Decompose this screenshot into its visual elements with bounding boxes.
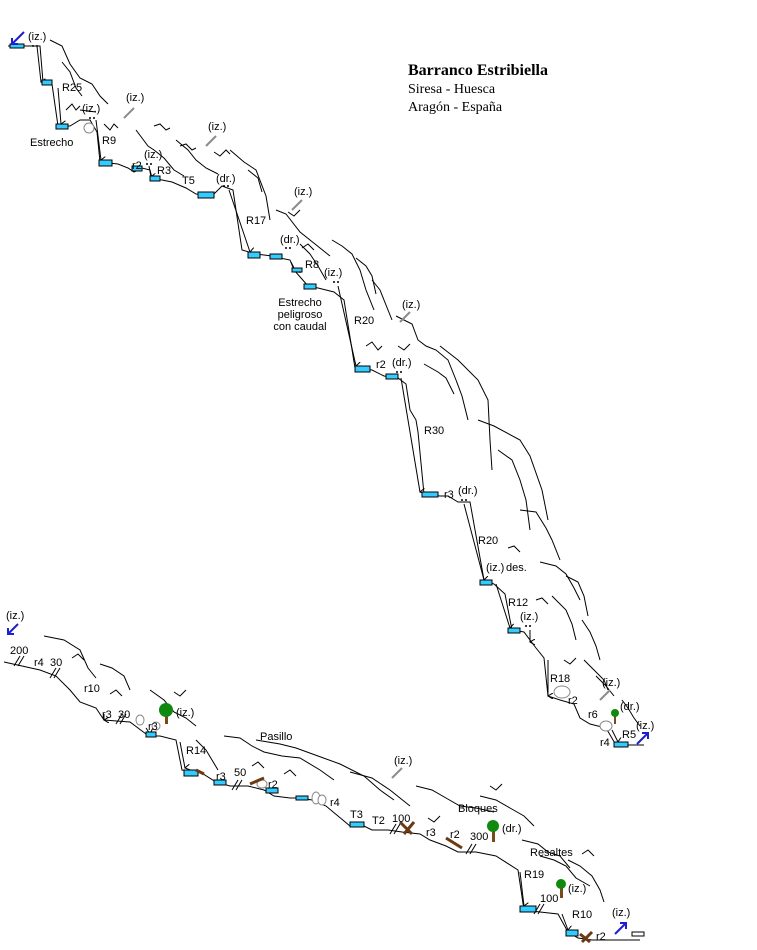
rappel-label: r2 bbox=[450, 829, 460, 841]
rappel-label: R3 bbox=[157, 165, 171, 177]
label-dr: (dr.) bbox=[216, 173, 236, 185]
label-iz: (iz.) bbox=[520, 611, 538, 623]
distance-label: 30 bbox=[50, 657, 62, 669]
label-iz: (iz.) bbox=[176, 707, 194, 719]
label-estrecho-peligroso: Estrecho bbox=[278, 297, 321, 309]
rappel-label: r4 bbox=[600, 737, 610, 749]
distance-label: 50 bbox=[234, 767, 246, 779]
label-iz: (iz.) bbox=[28, 31, 46, 43]
access-arrow-icon bbox=[123, 107, 611, 779]
rappel-label: r3 bbox=[444, 489, 454, 501]
region-line: Aragón - España bbox=[408, 100, 503, 115]
rappel-label: R30 bbox=[424, 425, 444, 437]
anchor-dots bbox=[32, 45, 531, 627]
label-iz: (iz.) bbox=[486, 562, 504, 574]
label-des: des. bbox=[506, 562, 527, 574]
tree-icon bbox=[487, 820, 499, 842]
rappel-label: r4 bbox=[34, 657, 44, 669]
label-iz: (iz.) bbox=[636, 720, 654, 732]
rappel-label: r3 bbox=[148, 721, 158, 733]
rappel-label: r2 bbox=[132, 160, 142, 172]
rappel-label: R17 bbox=[246, 215, 266, 227]
upper-boulders bbox=[83, 122, 613, 732]
rappel-label: r2 bbox=[596, 931, 606, 943]
label-iz: (iz.) bbox=[402, 299, 420, 311]
title-block: Barranco Estribiella Siresa - Huesca Ara… bbox=[408, 62, 548, 116]
label-iz: (iz.) bbox=[6, 610, 24, 622]
rappel-label: R9 bbox=[102, 135, 116, 147]
rappel-label: R20 bbox=[478, 535, 498, 547]
rappel-label: R8 bbox=[305, 259, 319, 271]
distance-label: 30 bbox=[118, 709, 130, 721]
label-iz: (iz.) bbox=[82, 103, 100, 115]
label-dr: (dr.) bbox=[280, 234, 300, 246]
log-icon bbox=[195, 768, 594, 944]
separator-marks bbox=[13, 655, 545, 915]
label-iz: (iz.) bbox=[568, 883, 586, 895]
rappel-label: T3 bbox=[350, 809, 363, 821]
label-iz: (iz.) bbox=[324, 267, 342, 279]
tree-icon bbox=[611, 709, 619, 724]
label-iz: (iz.) bbox=[208, 121, 226, 133]
rappel-label: T5 bbox=[182, 175, 195, 187]
rappel-label: r2 bbox=[568, 695, 578, 707]
rappel-label: r6 bbox=[588, 709, 598, 721]
rappel-label: R19 bbox=[524, 869, 544, 881]
label-dr: (dr.) bbox=[502, 823, 522, 835]
rappel-label: R5 bbox=[622, 729, 636, 741]
label-iz: (iz.) bbox=[144, 149, 162, 161]
exit-arrow-icon bbox=[7, 31, 649, 935]
label-dr: (dr.) bbox=[620, 701, 640, 713]
distance-label: 300 bbox=[470, 831, 488, 843]
rappel-label: r3 bbox=[426, 827, 436, 839]
label-resaltes: Resaltes bbox=[530, 847, 573, 859]
page-title: Barranco Estribiella bbox=[408, 62, 548, 79]
rappel-label: r3 bbox=[216, 771, 226, 783]
rappel-label: R10 bbox=[572, 909, 592, 921]
rappel-label: r2 bbox=[376, 359, 386, 371]
label-estrecho-peligroso: peligroso bbox=[278, 309, 323, 321]
rappel-label: r2 bbox=[268, 779, 278, 791]
label-dr: (dr.) bbox=[392, 357, 412, 369]
location-line: Siresa - Huesca bbox=[408, 82, 496, 97]
rappel-label: R14 bbox=[186, 745, 206, 757]
rappel-label: r4 bbox=[330, 797, 340, 809]
label-pasillo: Pasillo bbox=[260, 731, 292, 743]
distance-label: 200 bbox=[10, 645, 28, 657]
lower-labels: (iz.) 200 r4 30 r10 r3 30 r3 (iz.) R14 P… bbox=[6, 610, 630, 943]
rappel-label: R12 bbox=[508, 597, 528, 609]
rappel-label: R25 bbox=[62, 82, 82, 94]
label-iz: (iz.) bbox=[612, 907, 630, 919]
rappel-label: R20 bbox=[354, 315, 374, 327]
label-iz: (iz.) bbox=[394, 755, 412, 767]
rappel-label: r3 bbox=[102, 709, 112, 721]
lower-water-pools bbox=[145, 731, 579, 937]
upper-labels: (iz.) R25 (iz.) (iz.) Estrecho R9 (iz.) … bbox=[28, 31, 654, 749]
label-estrecho-peligroso: con caudal bbox=[273, 321, 326, 333]
flow-chevron-icon bbox=[65, 103, 595, 857]
upper-canyon-profile bbox=[8, 39, 644, 746]
lower-boulders bbox=[135, 714, 327, 806]
label-iz: (iz.) bbox=[294, 186, 312, 198]
rappel-label: R18 bbox=[550, 673, 570, 685]
tree-icon bbox=[556, 879, 566, 898]
end-marker bbox=[631, 931, 645, 937]
upper-water-pools bbox=[9, 43, 629, 748]
rappel-label: T2 bbox=[372, 815, 385, 827]
label-estrecho: Estrecho bbox=[30, 137, 73, 149]
lower-rappel-lines bbox=[104, 714, 568, 930]
label-iz: (iz.) bbox=[126, 92, 144, 104]
rappel-label: r10 bbox=[84, 683, 100, 695]
distance-label: 100 bbox=[540, 893, 558, 905]
label-iz: (iz.) bbox=[602, 677, 620, 689]
label-dr: (dr.) bbox=[458, 485, 478, 497]
distance-label: 100 bbox=[392, 813, 410, 825]
tree-icon bbox=[159, 703, 173, 724]
label-bloques: Bloques bbox=[458, 803, 498, 815]
upper-rappel-lines bbox=[36, 45, 618, 742]
